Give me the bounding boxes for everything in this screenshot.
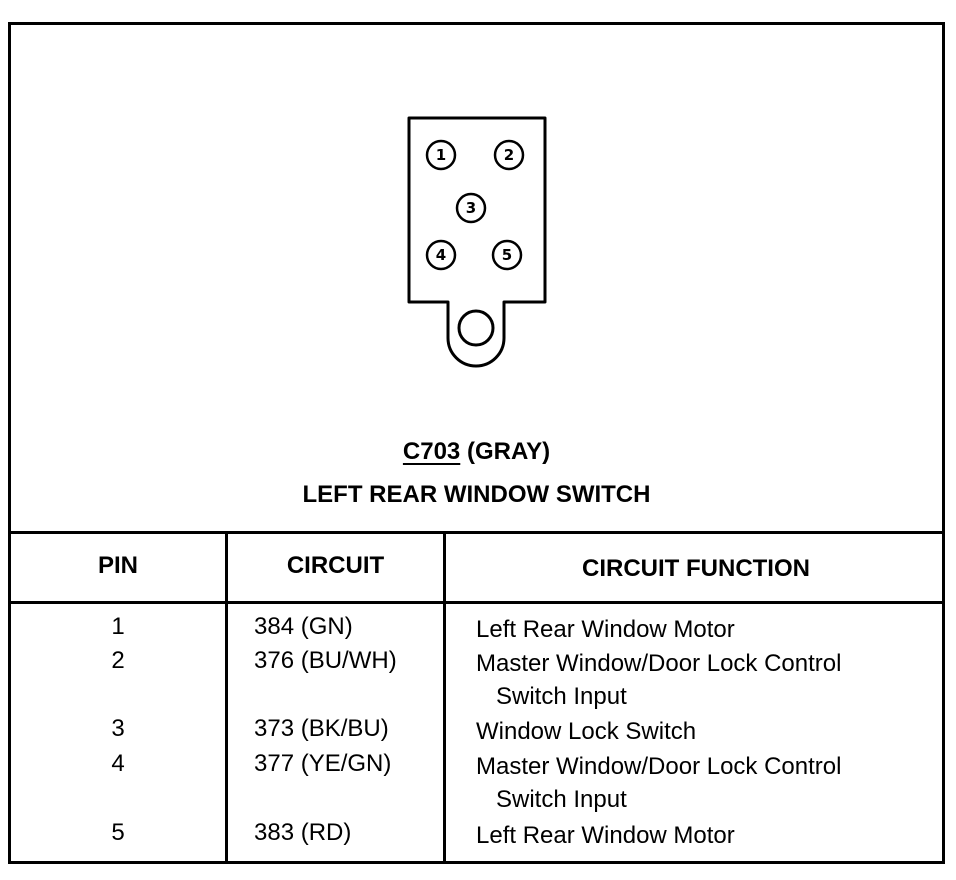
row-circuit: 377 (YE/GN): [254, 750, 392, 777]
function-line: Window Lock Switch: [476, 718, 697, 745]
row-pin: 4: [111, 750, 125, 777]
connector-name: LEFT REAR WINDOW SWITCH: [302, 481, 651, 508]
row-pin: 2: [111, 647, 125, 674]
function-line: Left Rear Window Motor: [476, 616, 735, 643]
header-circuit-function: CIRCUIT FUNCTION: [582, 555, 810, 582]
connector-id: C703: [402, 438, 461, 465]
pin-cavity: 3: [455, 192, 487, 224]
header-circuit: CIRCUIT: [286, 552, 385, 579]
connector-color: (GRAY): [466, 438, 551, 465]
table-header-divider: [11, 601, 942, 604]
row-function: Master Window/Door Lock Control Switch I…: [476, 647, 841, 713]
header-pin: PIN: [97, 552, 138, 579]
pin-cavity: 1: [425, 139, 457, 171]
row-function: Left Rear Window Motor: [476, 819, 735, 852]
pin-label-4: 4: [436, 246, 446, 264]
pin-label-5: 5: [502, 246, 512, 264]
connector-chart-frame: 1 2 3 4 5 C703 (GRAY) LEFT REAR WINDO: [8, 22, 945, 864]
table-top-divider: [11, 531, 942, 534]
row-circuit: 383 (RD): [254, 819, 352, 846]
row-function: Window Lock Switch: [476, 715, 696, 748]
function-line-continued: Switch Input: [496, 786, 627, 813]
function-line: Left Rear Window Motor: [476, 822, 735, 849]
row-circuit: 376 (BU/WH): [254, 647, 397, 674]
function-line: Master Window/Door Lock Control: [476, 650, 842, 677]
function-line-continued: Switch Input: [496, 683, 627, 710]
row-pin: 1: [111, 613, 125, 640]
pin-cavity: 2: [493, 139, 525, 171]
connector-diagram-area: 1 2 3 4 5 C703 (GRAY) LEFT REAR WINDO: [11, 25, 942, 533]
pin-label-1: 1: [436, 146, 446, 164]
row-circuit: 384 (GN): [254, 613, 353, 640]
row-circuit: 373 (BK/BU): [254, 715, 389, 742]
mounting-hole: [457, 309, 495, 347]
pin-label-2: 2: [504, 146, 514, 164]
row-function: Master Window/Door Lock Control Switch I…: [476, 750, 841, 816]
row-pin: 3: [111, 715, 125, 742]
connector-face-drawing: 1 2 3 4 5: [407, 116, 547, 368]
pin-cavity: 5: [491, 239, 523, 271]
column-divider: [225, 531, 228, 864]
pin-label-3: 3: [466, 199, 476, 217]
column-divider: [443, 531, 446, 864]
connector-outline: [407, 116, 547, 368]
row-function: Left Rear Window Motor: [476, 613, 735, 646]
row-pin: 5: [111, 819, 125, 846]
function-line: Master Window/Door Lock Control: [476, 753, 842, 780]
connector-caption: C703 (GRAY): [11, 438, 942, 466]
pin-cavity: 4: [425, 239, 457, 271]
